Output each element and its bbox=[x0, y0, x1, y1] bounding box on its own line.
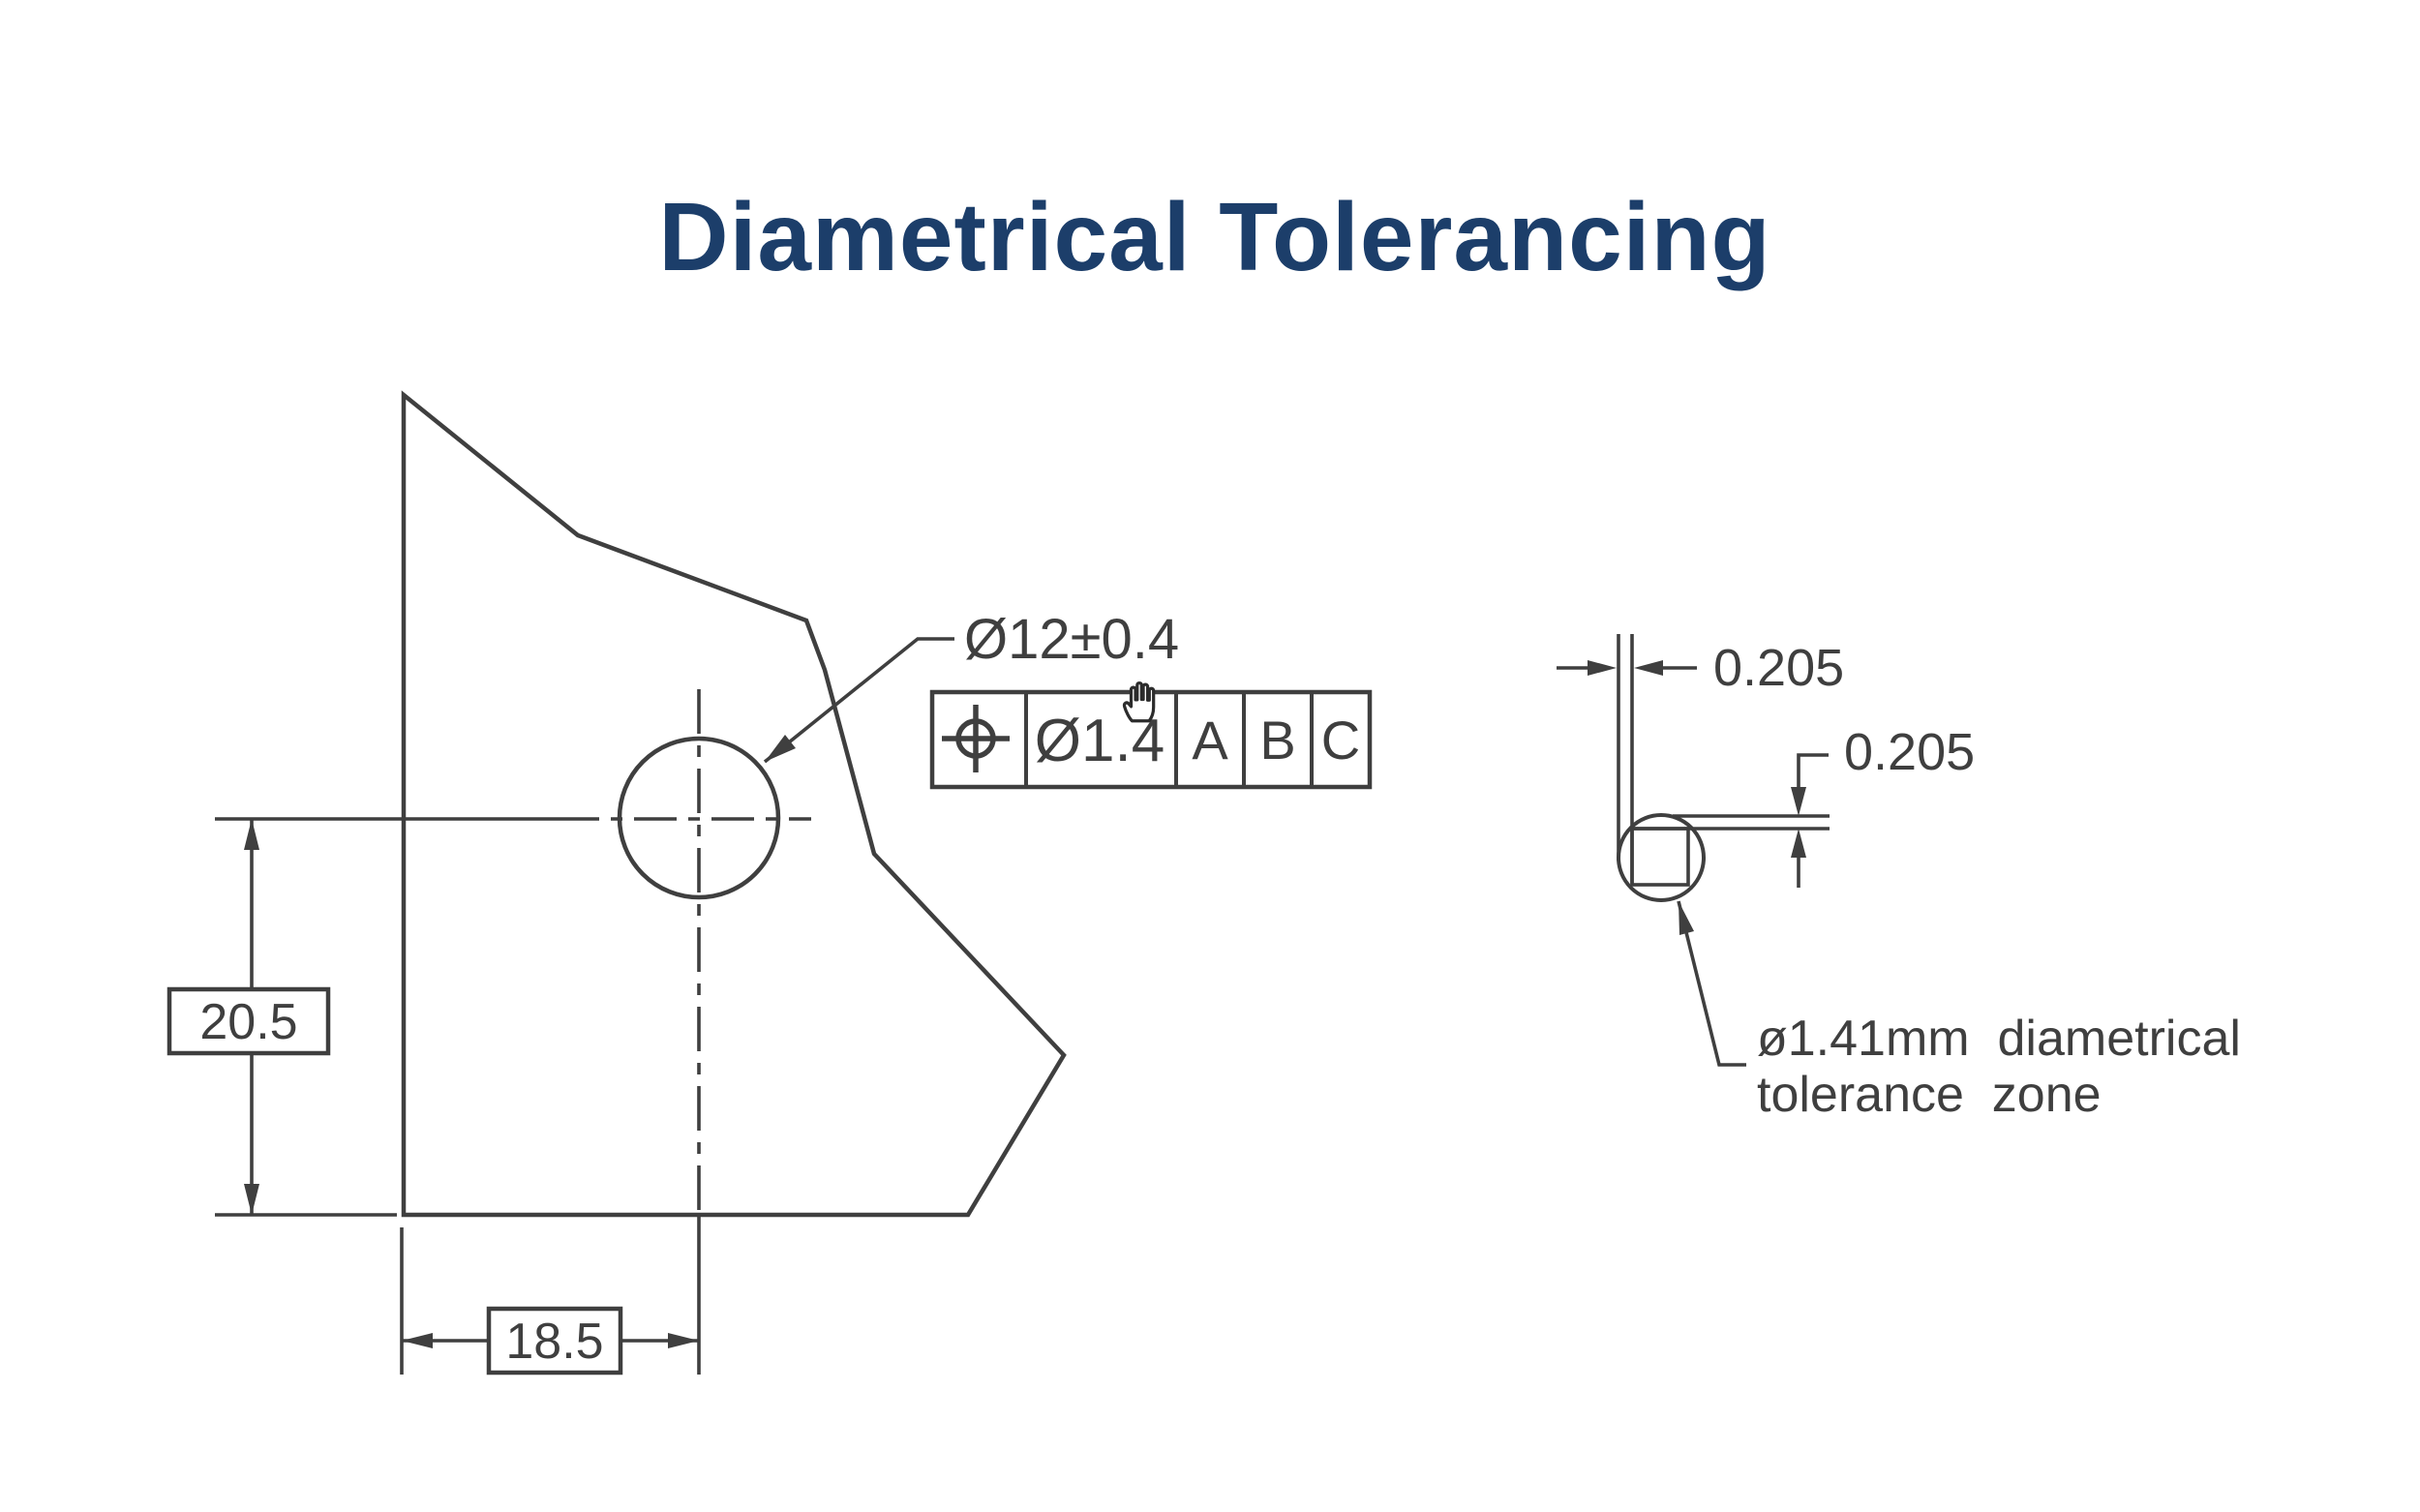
page-title: Diametrical Tolerancing bbox=[658, 183, 1770, 291]
hand-cursor-icon bbox=[1122, 680, 1156, 723]
tolerance-zone-detail: 0.205 0.205 ø1.41mm diametrical toleranc… bbox=[1557, 634, 2241, 1123]
arrow-right-icon bbox=[1588, 660, 1617, 676]
vertical-dim-label: 20.5 bbox=[199, 994, 297, 1050]
zone-width-label: 0.205 bbox=[1713, 639, 1844, 697]
part-shape bbox=[401, 390, 1067, 1218]
arrow-left-icon bbox=[402, 1333, 433, 1348]
fcf-datum-a: A bbox=[1192, 710, 1228, 771]
dimension-20-5: 20.5 bbox=[166, 819, 397, 1217]
arrow-up-icon bbox=[244, 819, 259, 850]
dimension-zone-width: 0.205 bbox=[1557, 639, 1844, 697]
zone-note-leader bbox=[1677, 900, 1746, 1067]
horizontal-dim-label: 18.5 bbox=[505, 1314, 603, 1370]
zone-height-label: 0.205 bbox=[1844, 723, 1975, 781]
diametrical-zone-circle bbox=[1617, 813, 1706, 902]
arrow-up-icon bbox=[1791, 829, 1806, 858]
arrow-down-icon bbox=[1791, 787, 1806, 816]
leader-line bbox=[1677, 900, 1746, 1067]
dimension-box bbox=[486, 1306, 623, 1376]
position-tolerance-icon bbox=[942, 705, 1010, 772]
leader-line bbox=[763, 637, 954, 764]
hole-callout-leader: Ø12±0.4 bbox=[763, 608, 1179, 764]
feature-control-frame: Ø1.4 A B C bbox=[929, 689, 1373, 790]
hole-centerlines bbox=[215, 689, 811, 1375]
leader-arrow-icon bbox=[1679, 901, 1694, 935]
arrow-right-icon bbox=[668, 1333, 699, 1348]
dimension-box bbox=[166, 986, 331, 1056]
arrow-down-icon bbox=[244, 1184, 259, 1215]
fcf-datum-b: B bbox=[1259, 710, 1295, 771]
hole-callout-label: Ø12±0.4 bbox=[964, 608, 1179, 671]
dimension-18-5: 18.5 bbox=[400, 1227, 699, 1376]
fcf-datum-c: C bbox=[1321, 710, 1360, 771]
dimension-zone-height: 0.205 bbox=[1791, 723, 1975, 888]
zone-note-line2: tolerance zone bbox=[1757, 1067, 2102, 1123]
square-tolerance-zone bbox=[1630, 827, 1690, 887]
leader-arrow-icon bbox=[765, 735, 796, 762]
zone-note-line1: ø1.41mm diametrical bbox=[1757, 1011, 2241, 1067]
part-outline bbox=[401, 390, 1067, 1218]
arrow-left-icon bbox=[1634, 660, 1663, 676]
hole-circle bbox=[617, 736, 781, 900]
